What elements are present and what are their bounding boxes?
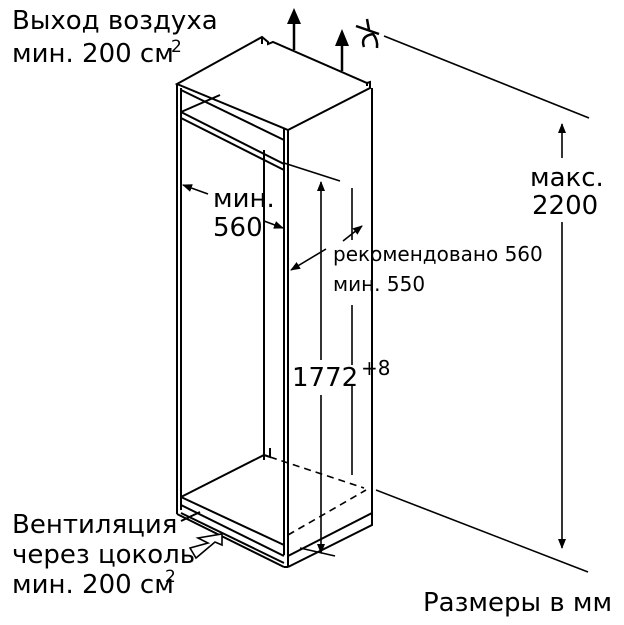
ventilation-superscript: 2 <box>165 567 176 587</box>
ventilation-label-line1: Вентиляция <box>12 510 178 540</box>
depth-min-label: мин. 550 <box>333 272 426 296</box>
floor-dashed-lines <box>269 456 367 536</box>
ventilation-label-line3: мин. 200 см <box>12 570 174 600</box>
depth-recommended-label: рекомендовано 560 <box>333 242 543 266</box>
max-height-dimension <box>375 35 590 573</box>
plinth-airflow-arrow-icon <box>188 533 223 560</box>
width-dimension <box>182 184 284 440</box>
air-outlet-label-line1: Выход воздуха <box>12 6 218 36</box>
air-outlet-label-line2: мин. 200 см <box>12 39 174 69</box>
depth-dimension <box>290 225 363 271</box>
niche-height-value: 1772 <box>292 363 359 393</box>
width-min-label-line1: мин. <box>213 184 275 214</box>
max-height-value: 2200 <box>532 191 599 221</box>
max-height-label-line1: макс. <box>530 163 604 193</box>
width-min-value: 560 <box>213 213 263 243</box>
niche-height-tolerance: +8 <box>361 356 391 380</box>
ventilation-label-line2: через цоколь <box>12 540 196 570</box>
air-outlet-superscript: 2 <box>171 37 182 57</box>
niche-height-dimension <box>283 162 353 557</box>
cabinet-outline <box>174 35 373 568</box>
break-mark-icon <box>355 18 380 49</box>
airflow-up-arrow-icon <box>335 29 349 71</box>
units-note: Размеры в мм <box>423 588 613 618</box>
airflow-up-arrow-icon <box>287 8 301 50</box>
